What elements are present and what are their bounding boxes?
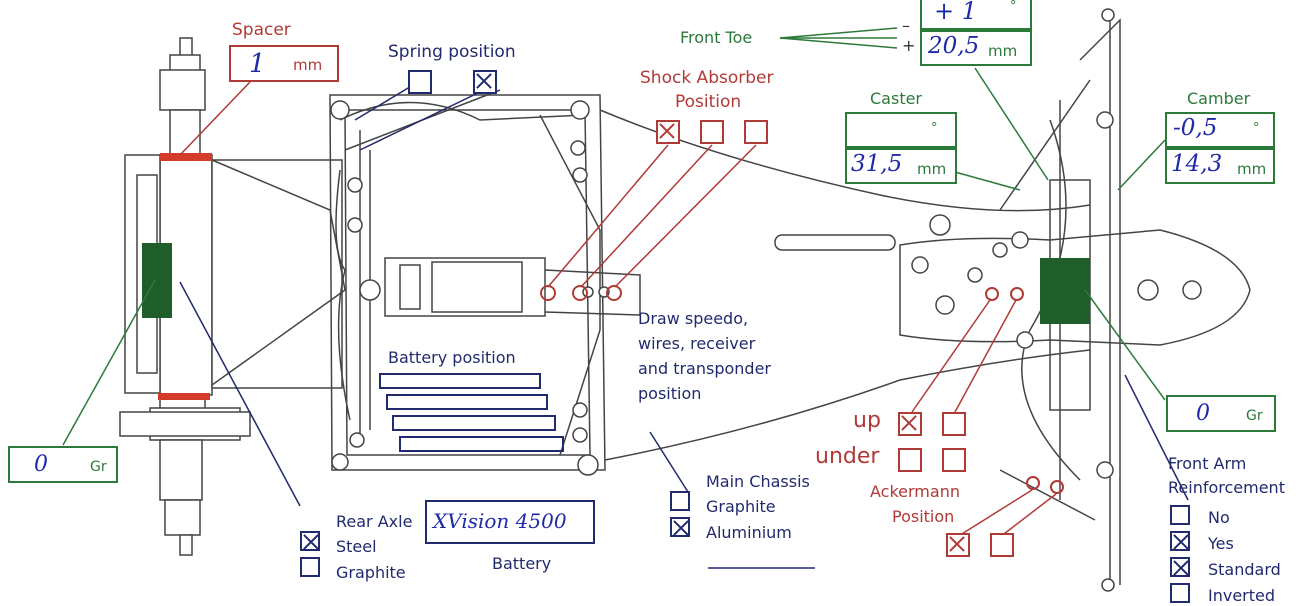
shock-title-line2: Position: [675, 92, 742, 112]
rear-pod-fasteners: [330, 100, 610, 476]
front-toe-title: Front Toe: [680, 28, 753, 47]
front-toe-mm-unit: mm: [988, 42, 1018, 60]
ackermann-bottom-option-1[interactable]: [946, 533, 970, 557]
caster-mm-unit: mm: [917, 160, 947, 178]
ackermann-title-line2: Position: [892, 507, 955, 526]
ackermann-holes: [985, 287, 1064, 494]
camber-degree-value: -0,5: [1173, 115, 1218, 141]
front-toe-plus: +: [902, 36, 916, 55]
leader-lines: [62, 27, 1189, 569]
main-chassis-option-aluminium-label: Aluminium: [706, 523, 792, 542]
front-toe-mm-value: 20,5: [928, 33, 980, 59]
front-arm-title-line2: Reinforcement: [1168, 478, 1285, 497]
camber-mm-value: 14,3: [1171, 151, 1223, 177]
main-chassis-option-graphite-label: Graphite: [706, 497, 776, 516]
battery-position-slots: [379, 373, 564, 452]
rear-axle-option-graphite[interactable]: [300, 557, 320, 577]
camber-degree-unit: °: [1253, 121, 1260, 136]
main-chassis-option-graphite[interactable]: [670, 491, 690, 511]
front-angle-marker: [1040, 258, 1090, 324]
caster-mm-value: 31,5: [851, 151, 903, 177]
draw-note-line3: and transponder: [638, 359, 771, 378]
front-toe-degree-value: + 1: [934, 0, 978, 25]
battery-field[interactable]: XVision 4500: [425, 500, 595, 544]
main-chassis-option-aluminium[interactable]: [670, 517, 690, 537]
front-arm-option-inverted[interactable]: [1170, 583, 1190, 603]
spacer-unit: mm: [293, 56, 323, 74]
rear-angle-field[interactable]: 0 Gr: [8, 446, 118, 483]
front-arm-title-line1: Front Arm: [1168, 454, 1247, 473]
caster-mm-field[interactable]: 31,5 mm: [845, 148, 957, 184]
front-arm-option-standard-label: Standard: [1208, 560, 1281, 579]
front-arm-option-inverted-label: Inverted: [1208, 586, 1276, 605]
caster-degree-field[interactable]: °: [845, 112, 957, 148]
caster-degree-unit: °: [931, 121, 938, 136]
rear-angle-marker: [142, 243, 172, 318]
rear-axle-drawing: [119, 37, 343, 556]
rear-angle-value: 0: [34, 452, 48, 477]
rear-axle-option-graphite-label: Graphite: [336, 563, 406, 582]
camber-title: Camber: [1187, 89, 1251, 108]
camber-degree-field[interactable]: -0,5 °: [1165, 112, 1275, 148]
rear-angle-unit: Gr: [90, 459, 107, 475]
ackermann-up-option-2[interactable]: [942, 412, 966, 436]
front-toe-degree-unit: °: [1010, 0, 1017, 14]
battery-value: XVision 4500: [433, 509, 567, 533]
shock-option-2[interactable]: [700, 120, 724, 144]
front-arm-option-no-label: No: [1208, 508, 1230, 527]
spacer-value: 1: [249, 49, 266, 79]
rear-axle-option-steel-label: Steel: [336, 537, 377, 556]
front-arm-option-no[interactable]: [1170, 505, 1190, 525]
ackermann-up-label: up: [853, 408, 881, 433]
spring-option-2[interactable]: [473, 70, 497, 94]
rear-spacer-marker-bottom: [158, 393, 210, 400]
front-angle-value: 0: [1196, 401, 1210, 426]
ackermann-under-option-1[interactable]: [898, 448, 922, 472]
spring-option-1[interactable]: [408, 70, 432, 94]
front-end-drawing: [774, 15, 1251, 585]
main-chassis-title: Main Chassis: [706, 472, 810, 491]
draw-note-line2: wires, receiver: [638, 334, 756, 353]
front-angle-unit: Gr: [1246, 408, 1263, 424]
front-toe-mm-field[interactable]: 20,5 mm: [920, 30, 1032, 66]
camber-mm-field[interactable]: 14,3 mm: [1165, 148, 1275, 184]
caster-title: Caster: [870, 89, 923, 108]
shock-title-line1: Shock Absorber: [640, 68, 774, 88]
camber-mm-unit: mm: [1237, 160, 1267, 178]
shock-option-3[interactable]: [744, 120, 768, 144]
rear-axle-option-steel[interactable]: [300, 531, 320, 551]
battery-position-title: Battery position: [388, 348, 516, 367]
draw-note-line4: position: [638, 384, 702, 403]
front-angle-field[interactable]: 0 Gr: [1166, 395, 1276, 432]
spacer-field[interactable]: 1 mm: [229, 45, 339, 82]
ackermann-under-label: under: [815, 444, 880, 469]
front-toe-minus: –: [902, 16, 910, 35]
ackermann-title-line1: Ackermann: [870, 482, 960, 501]
spring-title: Spring position: [388, 42, 516, 62]
rear-spacer-marker-top: [160, 153, 212, 161]
battery-label: Battery: [492, 554, 552, 573]
front-toe-degree-field[interactable]: + 1 °: [920, 0, 1032, 30]
ackermann-bottom-option-2[interactable]: [990, 533, 1014, 557]
rear-axle-title: Rear Axle: [336, 512, 413, 531]
ackermann-up-option-1[interactable]: [898, 412, 922, 436]
front-end-fasteners: [911, 8, 1202, 592]
front-arm-option-yes-label: Yes: [1208, 534, 1234, 553]
shock-option-1[interactable]: [656, 120, 680, 144]
spacer-title: Spacer: [232, 20, 291, 40]
front-arm-option-yes[interactable]: [1170, 531, 1190, 551]
front-arm-option-standard[interactable]: [1170, 557, 1190, 577]
ackermann-under-option-2[interactable]: [942, 448, 966, 472]
draw-note-line1: Draw speedo,: [638, 309, 749, 328]
